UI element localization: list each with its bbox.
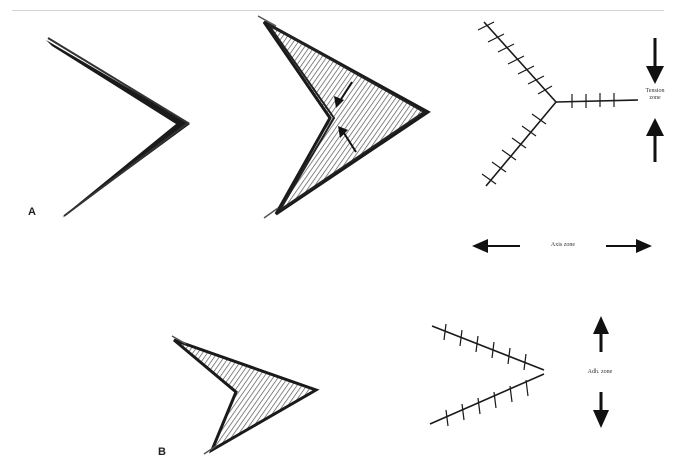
adhesion-arrow-down [593,392,609,428]
thin-chevron-shape [46,38,190,218]
tension-zone-label: Tension zone [640,88,670,102]
panel-label-a: A [28,206,36,218]
axis-arrow-left [472,239,520,253]
panel-label-b: B [158,446,166,458]
small-chevron-shape [172,336,316,454]
adhesion-zone-label: Adh. zone [568,369,632,376]
tension-arrow-down [646,38,664,84]
filament-y-structure [478,22,638,186]
adhesion-arrow-up [593,316,609,352]
filament-v-structure [430,324,544,426]
axis-zone-label: Axis zone [528,242,598,249]
axis-arrow-right [606,239,652,253]
tension-zone-line2: zone [649,95,660,101]
thick-shaded-chevron [258,16,428,218]
tension-zone-line1: Tension [646,88,665,94]
tension-arrow-up [646,118,664,162]
